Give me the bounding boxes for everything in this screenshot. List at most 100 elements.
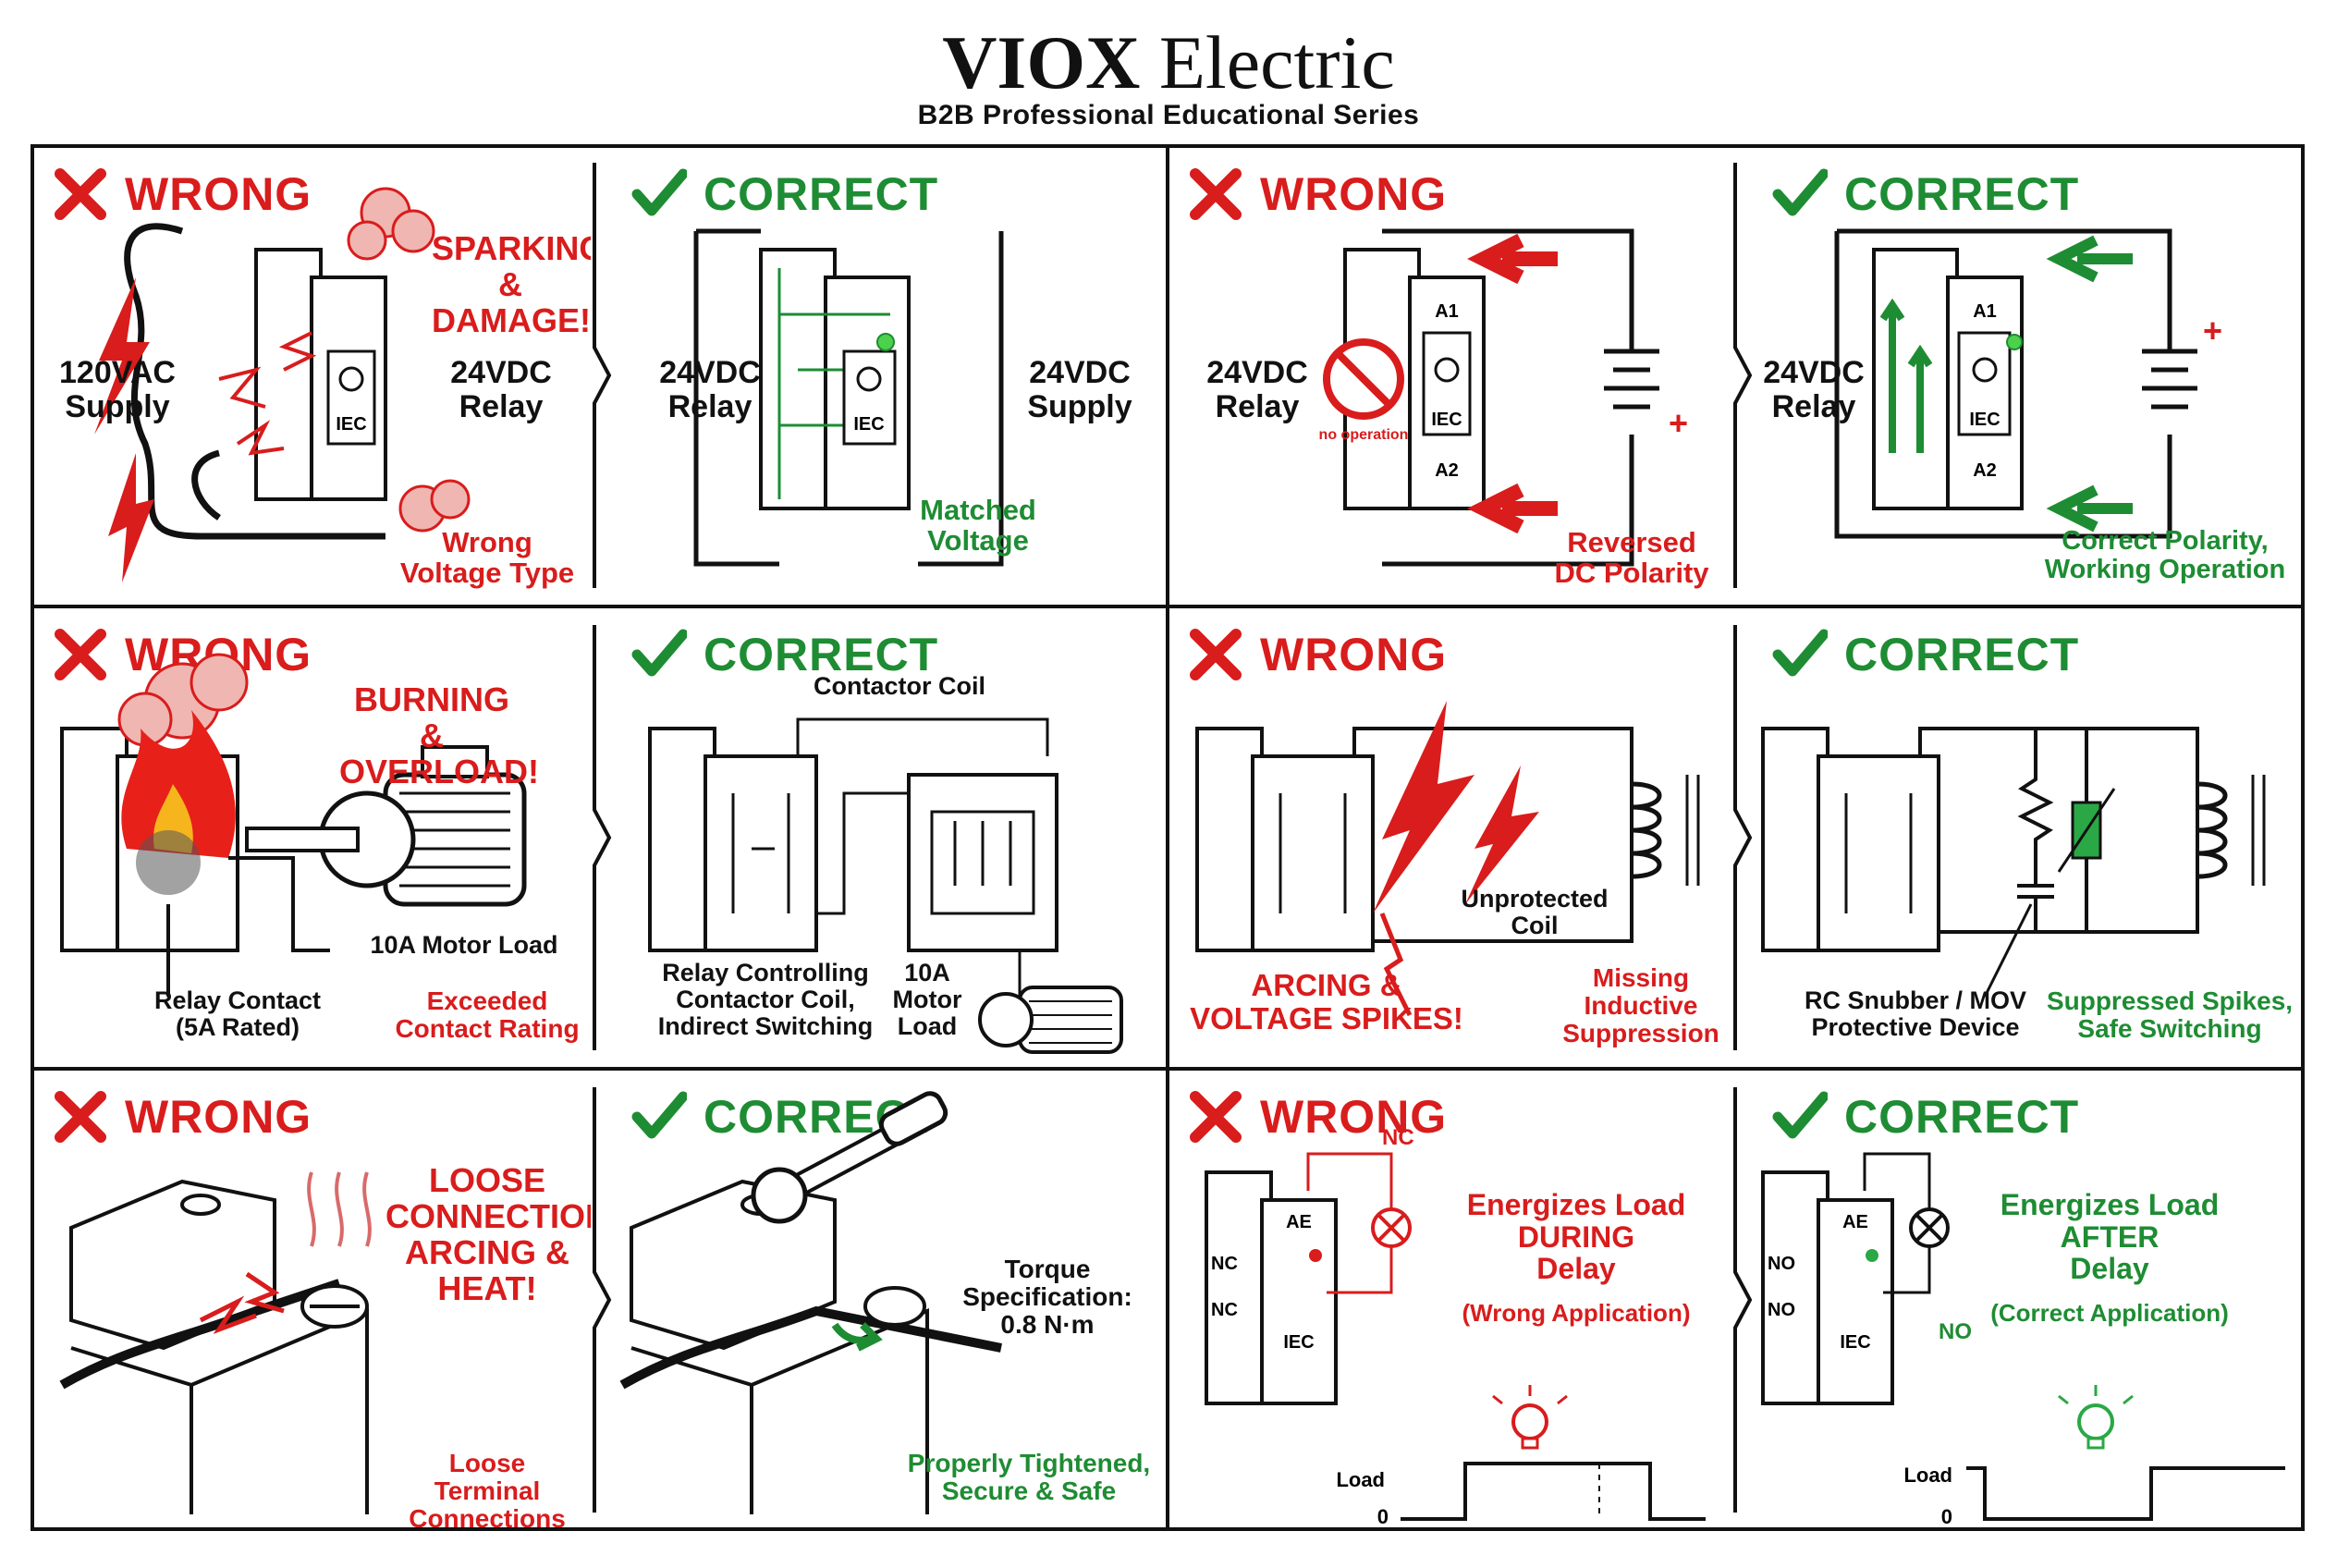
motor-icon [245,745,527,907]
cross-icon [53,627,108,682]
svg-text:NC: NC [1211,1254,1238,1274]
suppression-correct-diagram [1761,727,2266,998]
panel-wrong-voltage: WRONG IEC SPARKING & DAMAGE! 120VAC Supp… [34,148,591,605]
checkmark-icon [631,1089,687,1145]
battery-icon [1604,349,1659,410]
loose-terminal-diagram [59,1171,372,1514]
lamp-icon [1371,1207,1412,1248]
cross-icon [1188,627,1243,682]
relay-label: 24VDC Relay [450,355,552,424]
coil-icon [2196,775,2266,886]
wrong-caption: Exceeded Contact Rating [395,986,580,1044]
panel-wrong-suppression: WRONG Unprotected Coil ARCING & VOLTAGE … [1169,608,1731,1067]
supply-label: 120VAC Supply [59,355,176,424]
wrong-header: WRONG [53,166,312,222]
wrong-caption: Loose Terminal Connections [409,1449,566,1527]
wrong-header: WRONG [1188,1089,1447,1145]
lightning-icon [1465,766,1539,904]
panel-correct-voltage: CORRECT IEC 24VDC Relay 24VDC Supply Mat… [613,148,1166,605]
lightning-icon [1373,701,1474,913]
svg-text:0: 0 [1377,1505,1389,1527]
wrong-caption: Wrong Voltage Type [399,526,575,590]
loose-connection-callout: LOOSE CONNECTION, ARCING & HEAT! [385,1161,591,1307]
wrong-label: WRONG [1260,1091,1448,1143]
panel-correct-terminal: CORRECT Torque Specification: 0.8 N·m Pr… [613,1071,1166,1527]
motor-icon [978,986,1123,1054]
lamp-icon [1909,1207,1950,1248]
correct-application-label: (Correct Application) [1990,1299,2229,1327]
svg-text:A1: A1 [1435,301,1459,322]
svg-text:AE: AE [1842,1212,1868,1232]
wrong-header: WRONG [1188,627,1447,682]
svg-text:A2: A2 [1435,460,1459,481]
page-subtitle: B2B Professional Educational Series [917,100,1420,130]
correct-polarity-diagram: A1 A2 IEC + [1834,228,2222,539]
svg-text:IEC: IEC [1431,410,1462,430]
svg-text:0: 0 [1941,1505,1952,1527]
svg-text:A1: A1 [1973,301,1997,322]
panel-wrong-polarity: WRONG A1 A2 IEC + no operation 24VDC Rel… [1169,148,1731,605]
contactor-diagram [648,717,1123,1054]
svg-text:NO: NO [1768,1300,1795,1320]
wrong-label: WRONG [125,168,312,220]
svg-text:+: + [2203,312,2222,349]
row-divider [31,1067,2305,1071]
wrong-caption: Missing Inductive Suppression [1562,963,1719,1048]
energize-during-heading: Energizes Load DURING Delay [1466,1188,1686,1286]
svg-text:A2: A2 [1973,460,1997,481]
timing-wrong-diagram: AE IEC NC NC NC Load 0 [1205,1125,1706,1527]
svg-text:NO: NO [1939,1319,1972,1344]
torque-spec-label: Torque Specification: 0.8 N·m [962,1255,1132,1340]
svg-text:IEC: IEC [1840,1332,1870,1353]
panel-divider-chevron [1733,163,1753,1513]
svg-text:Load: Load [1336,1468,1385,1491]
correct-label: CORRECT [1844,629,2080,680]
coil-icon [1631,775,1700,886]
smoke-icon [347,187,435,261]
correct-header: CORRECT [631,166,938,222]
svg-text:AE: AE [1286,1212,1312,1232]
panel-divider-chevron [593,163,612,1513]
correct-header: CORRECT [631,627,938,682]
relay-controlling-label: Relay Controlling Contactor Coil, Indire… [657,959,874,1041]
checkmark-icon [631,166,687,222]
correct-header: CORRECT [1772,1089,2079,1145]
wrong-application-label: (Wrong Application) [1462,1299,1691,1327]
overload-diagram [60,653,527,997]
wrong-polarity-diagram: A1 A2 IEC + [1323,228,1688,567]
correct-caption: Properly Tightened, Secure & Safe [907,1449,1151,1506]
relay-label: 24VDC Relay [659,355,761,424]
smoke-icon [117,653,249,747]
suppression-wrong-diagram [1195,701,1700,1017]
panel-wrong-terminal: WRONG LOOSE CONNECTION, ARCING & HEAT! L… [34,1071,591,1527]
svg-text:IEC: IEC [336,414,366,435]
relay-contact-label: Relay Contact (5A Rated) [153,986,322,1042]
correct-caption: Correct Polarity, Working Operation [2044,526,2286,585]
page-title: VIOX Electric [942,20,1395,104]
unprotected-coil-label: Unprotected Coil [1461,885,1609,940]
wrong-caption: Reversed DC Polarity [1554,526,1709,590]
cross-icon [53,1089,108,1145]
wrong-header: WRONG [1188,166,1447,222]
timing-correct-diagram: AE IEC NO NO NO Load 0 [1761,1152,2285,1527]
correct-caption: Matched Voltage [920,494,1036,557]
tightened-terminal-diagram [619,1091,1002,1514]
lightning-icon [94,277,150,435]
motor-load-label: 10A Motor Load [892,959,962,1041]
motor-load-label: 10A Motor Load [370,931,558,959]
wrench-icon [751,1091,948,1224]
cross-icon [1188,1089,1243,1145]
wrong-header: WRONG [53,1089,312,1145]
svg-text:NC: NC [1211,1300,1238,1320]
svg-text:Load: Load [1903,1464,1952,1487]
bulb-icon [2058,1385,2134,1450]
relay-label: 24VDC Relay [1206,355,1308,424]
svg-text:IEC: IEC [1283,1332,1314,1353]
correct-voltage-diagram: IEC [693,228,1004,567]
wrong-label: WRONG [1260,629,1448,680]
panel-wrong-overload: WRONG BURNING & OVERLOAD! 10A Motor Load… [34,608,591,1067]
correct-header: CORRECT [1772,627,2079,682]
arcing-callout: ARCING & VOLTAGE SPIKES! [1190,968,1463,1035]
panel-correct-contactor: CORRECT Contactor Coil Relay Controlling… [613,608,1166,1067]
checkmark-icon [1772,1089,1828,1145]
